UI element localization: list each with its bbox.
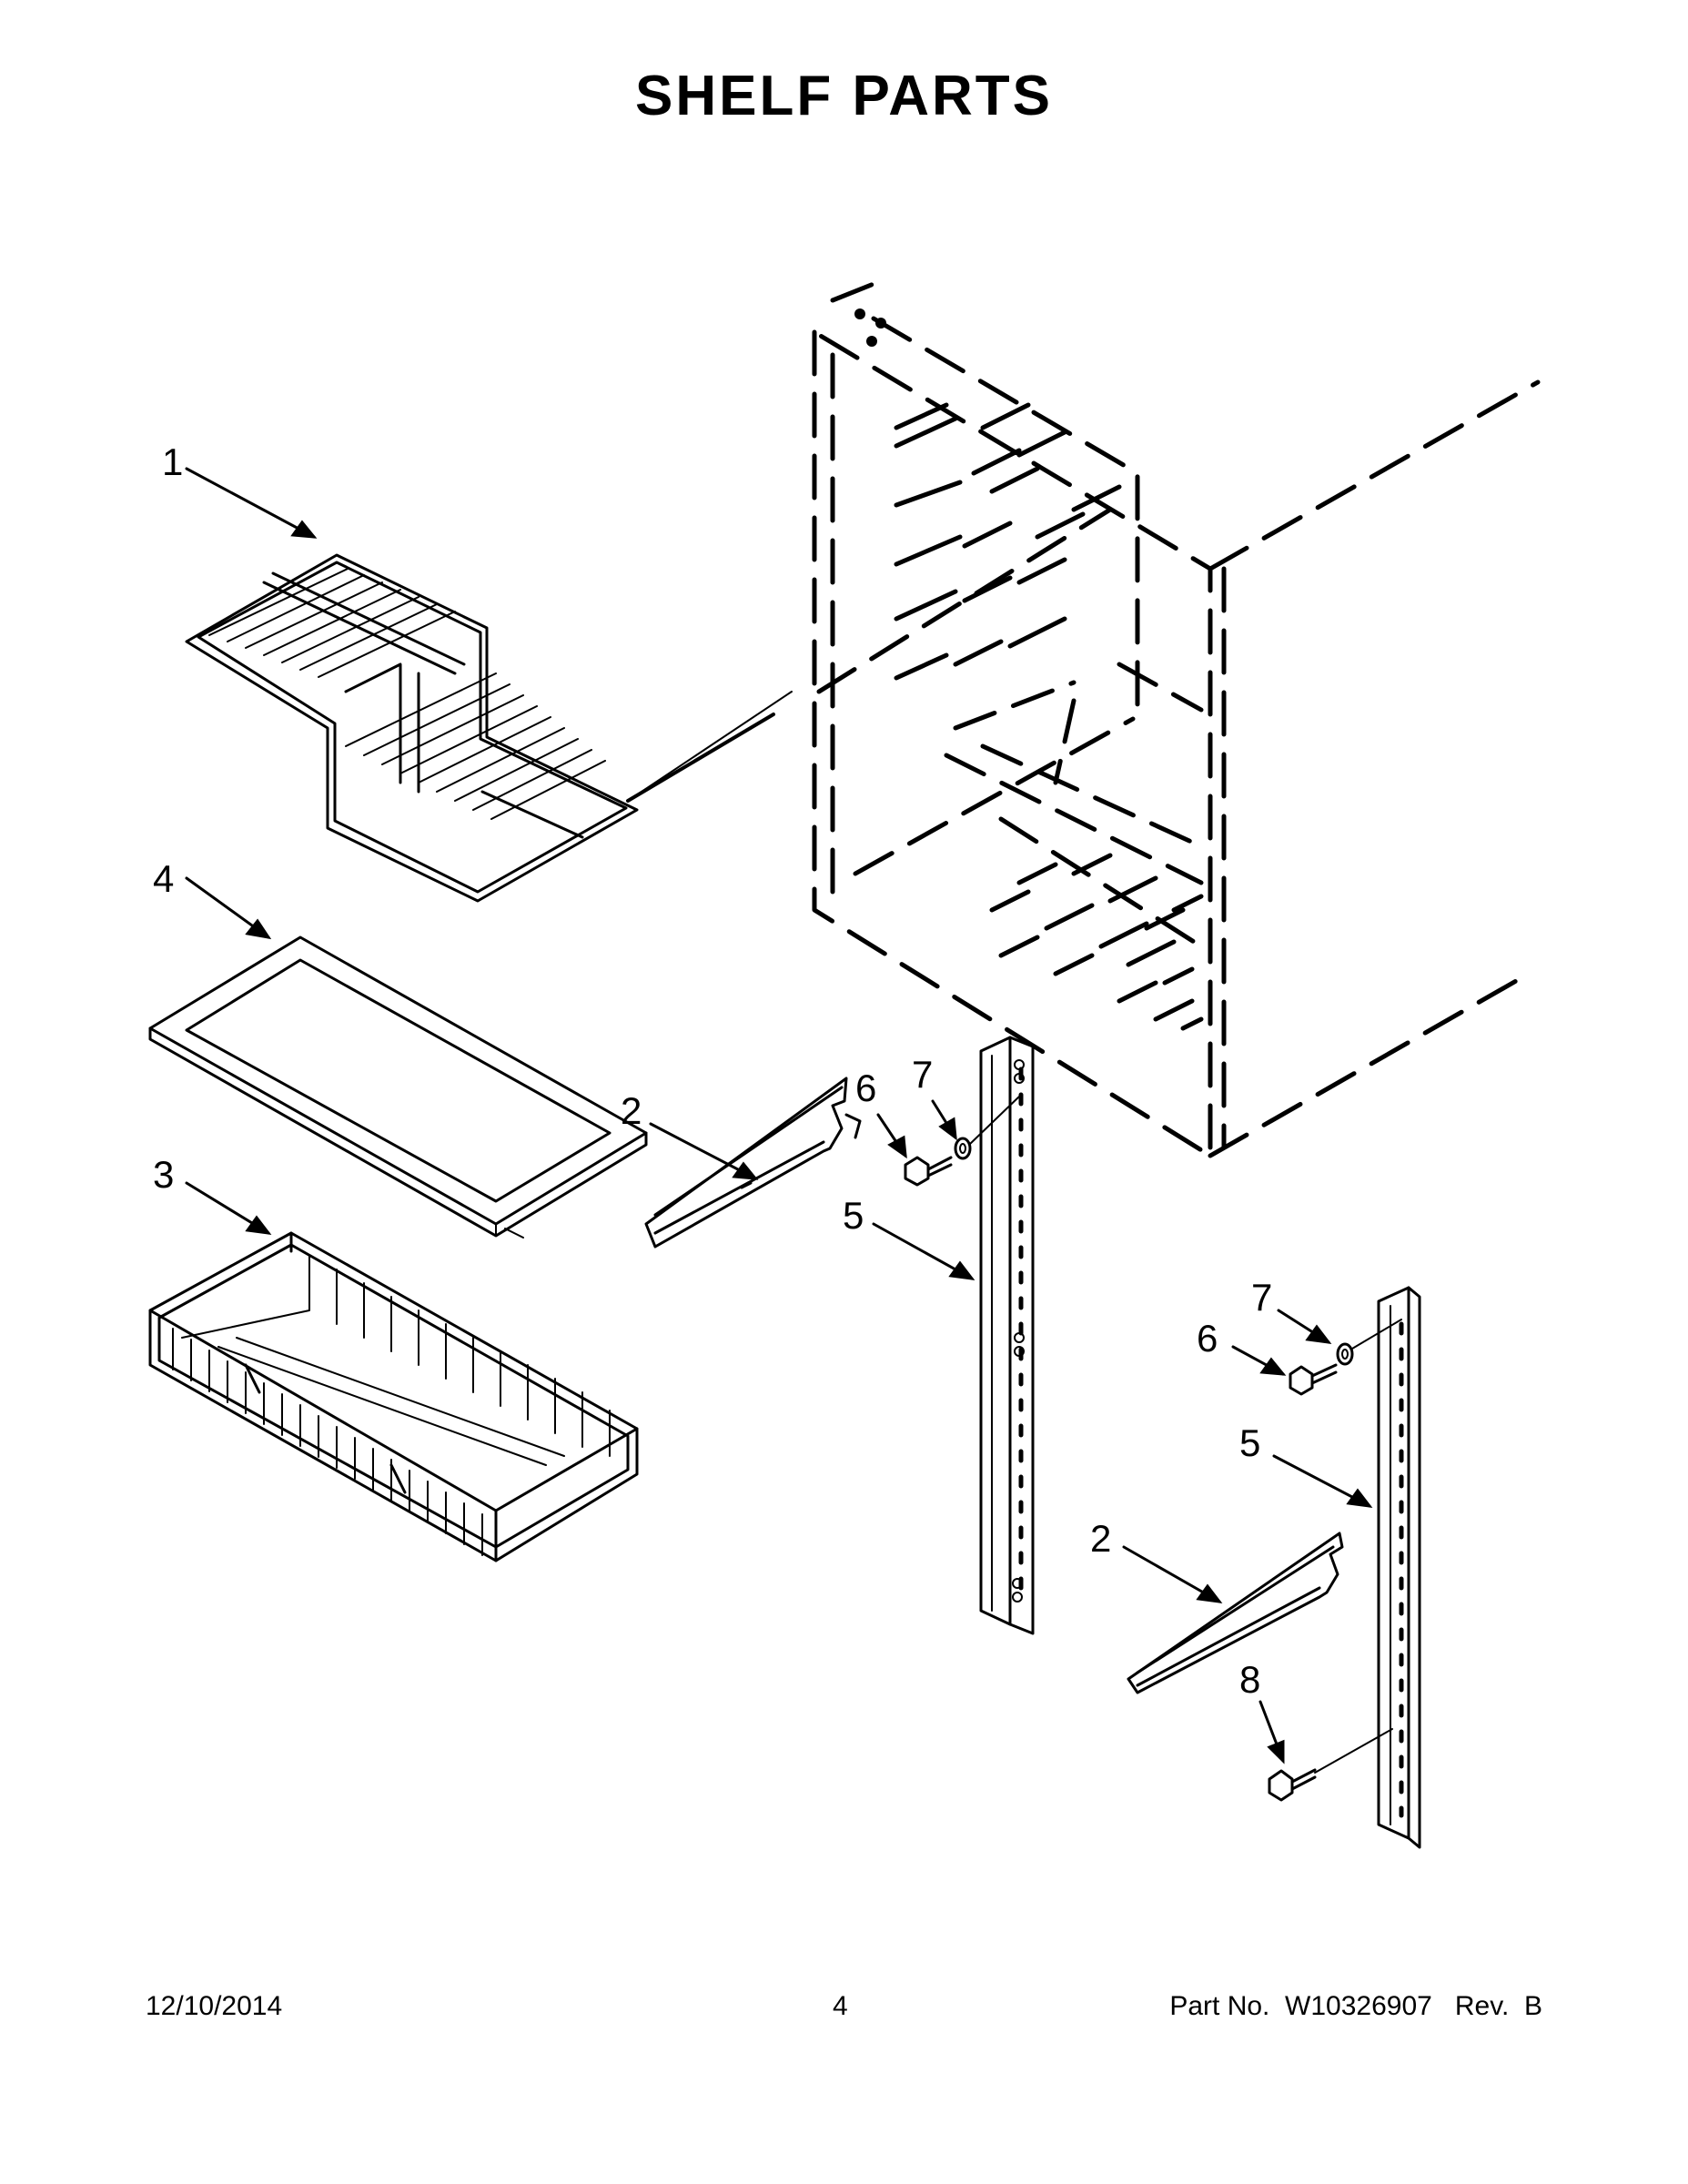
part-1-guide-line [626,713,775,803]
callout-8: 8 [1239,1658,1260,1701]
callout-arrows [185,467,1373,1764]
part-3-wire-basket [148,1231,639,1562]
part-6-screw-upper [904,1156,953,1187]
callout-4: 4 [153,857,174,900]
callout-2-upper: 2 [621,1089,642,1132]
part-2-shelf-bracket-upper [644,1077,862,1249]
page-title: SHELF PARTS [635,65,1053,127]
callout-5-lower: 5 [1239,1421,1260,1464]
part-8-screw [1268,1728,1393,1802]
footer-date: 12/10/2014 [146,1991,283,2021]
part-7-washer-lower [1336,1319,1402,1366]
callout-7-lower: 7 [1251,1276,1272,1319]
callout-3: 3 [153,1153,174,1196]
footer-part-number: Part No. W10326907 Rev. B [1169,1991,1542,2021]
part-6-screw-lower [1289,1363,1338,1396]
part-7-washer-upper [954,1096,1020,1160]
callout-7-upper: 7 [912,1053,933,1096]
footer-page-number: 4 [833,1991,848,2021]
part-5-shelf-rail-lower [1377,1286,1421,1849]
callout-6-lower: 6 [1197,1317,1218,1360]
callout-5-upper: 5 [843,1194,864,1237]
cabinet-outline [812,279,1541,1158]
part-5-shelf-rail-upper [979,1036,1035,1635]
part-2-shelf-bracket-lower [1127,1532,1344,1694]
callout-6-upper: 6 [855,1067,876,1109]
part-1-stepped-wire-shelf [185,553,793,903]
callout-1: 1 [162,440,183,483]
part-4-glass-shelf [148,935,648,1239]
callout-2-lower: 2 [1090,1517,1111,1560]
cabinet-shelf-slots [894,402,1204,1031]
